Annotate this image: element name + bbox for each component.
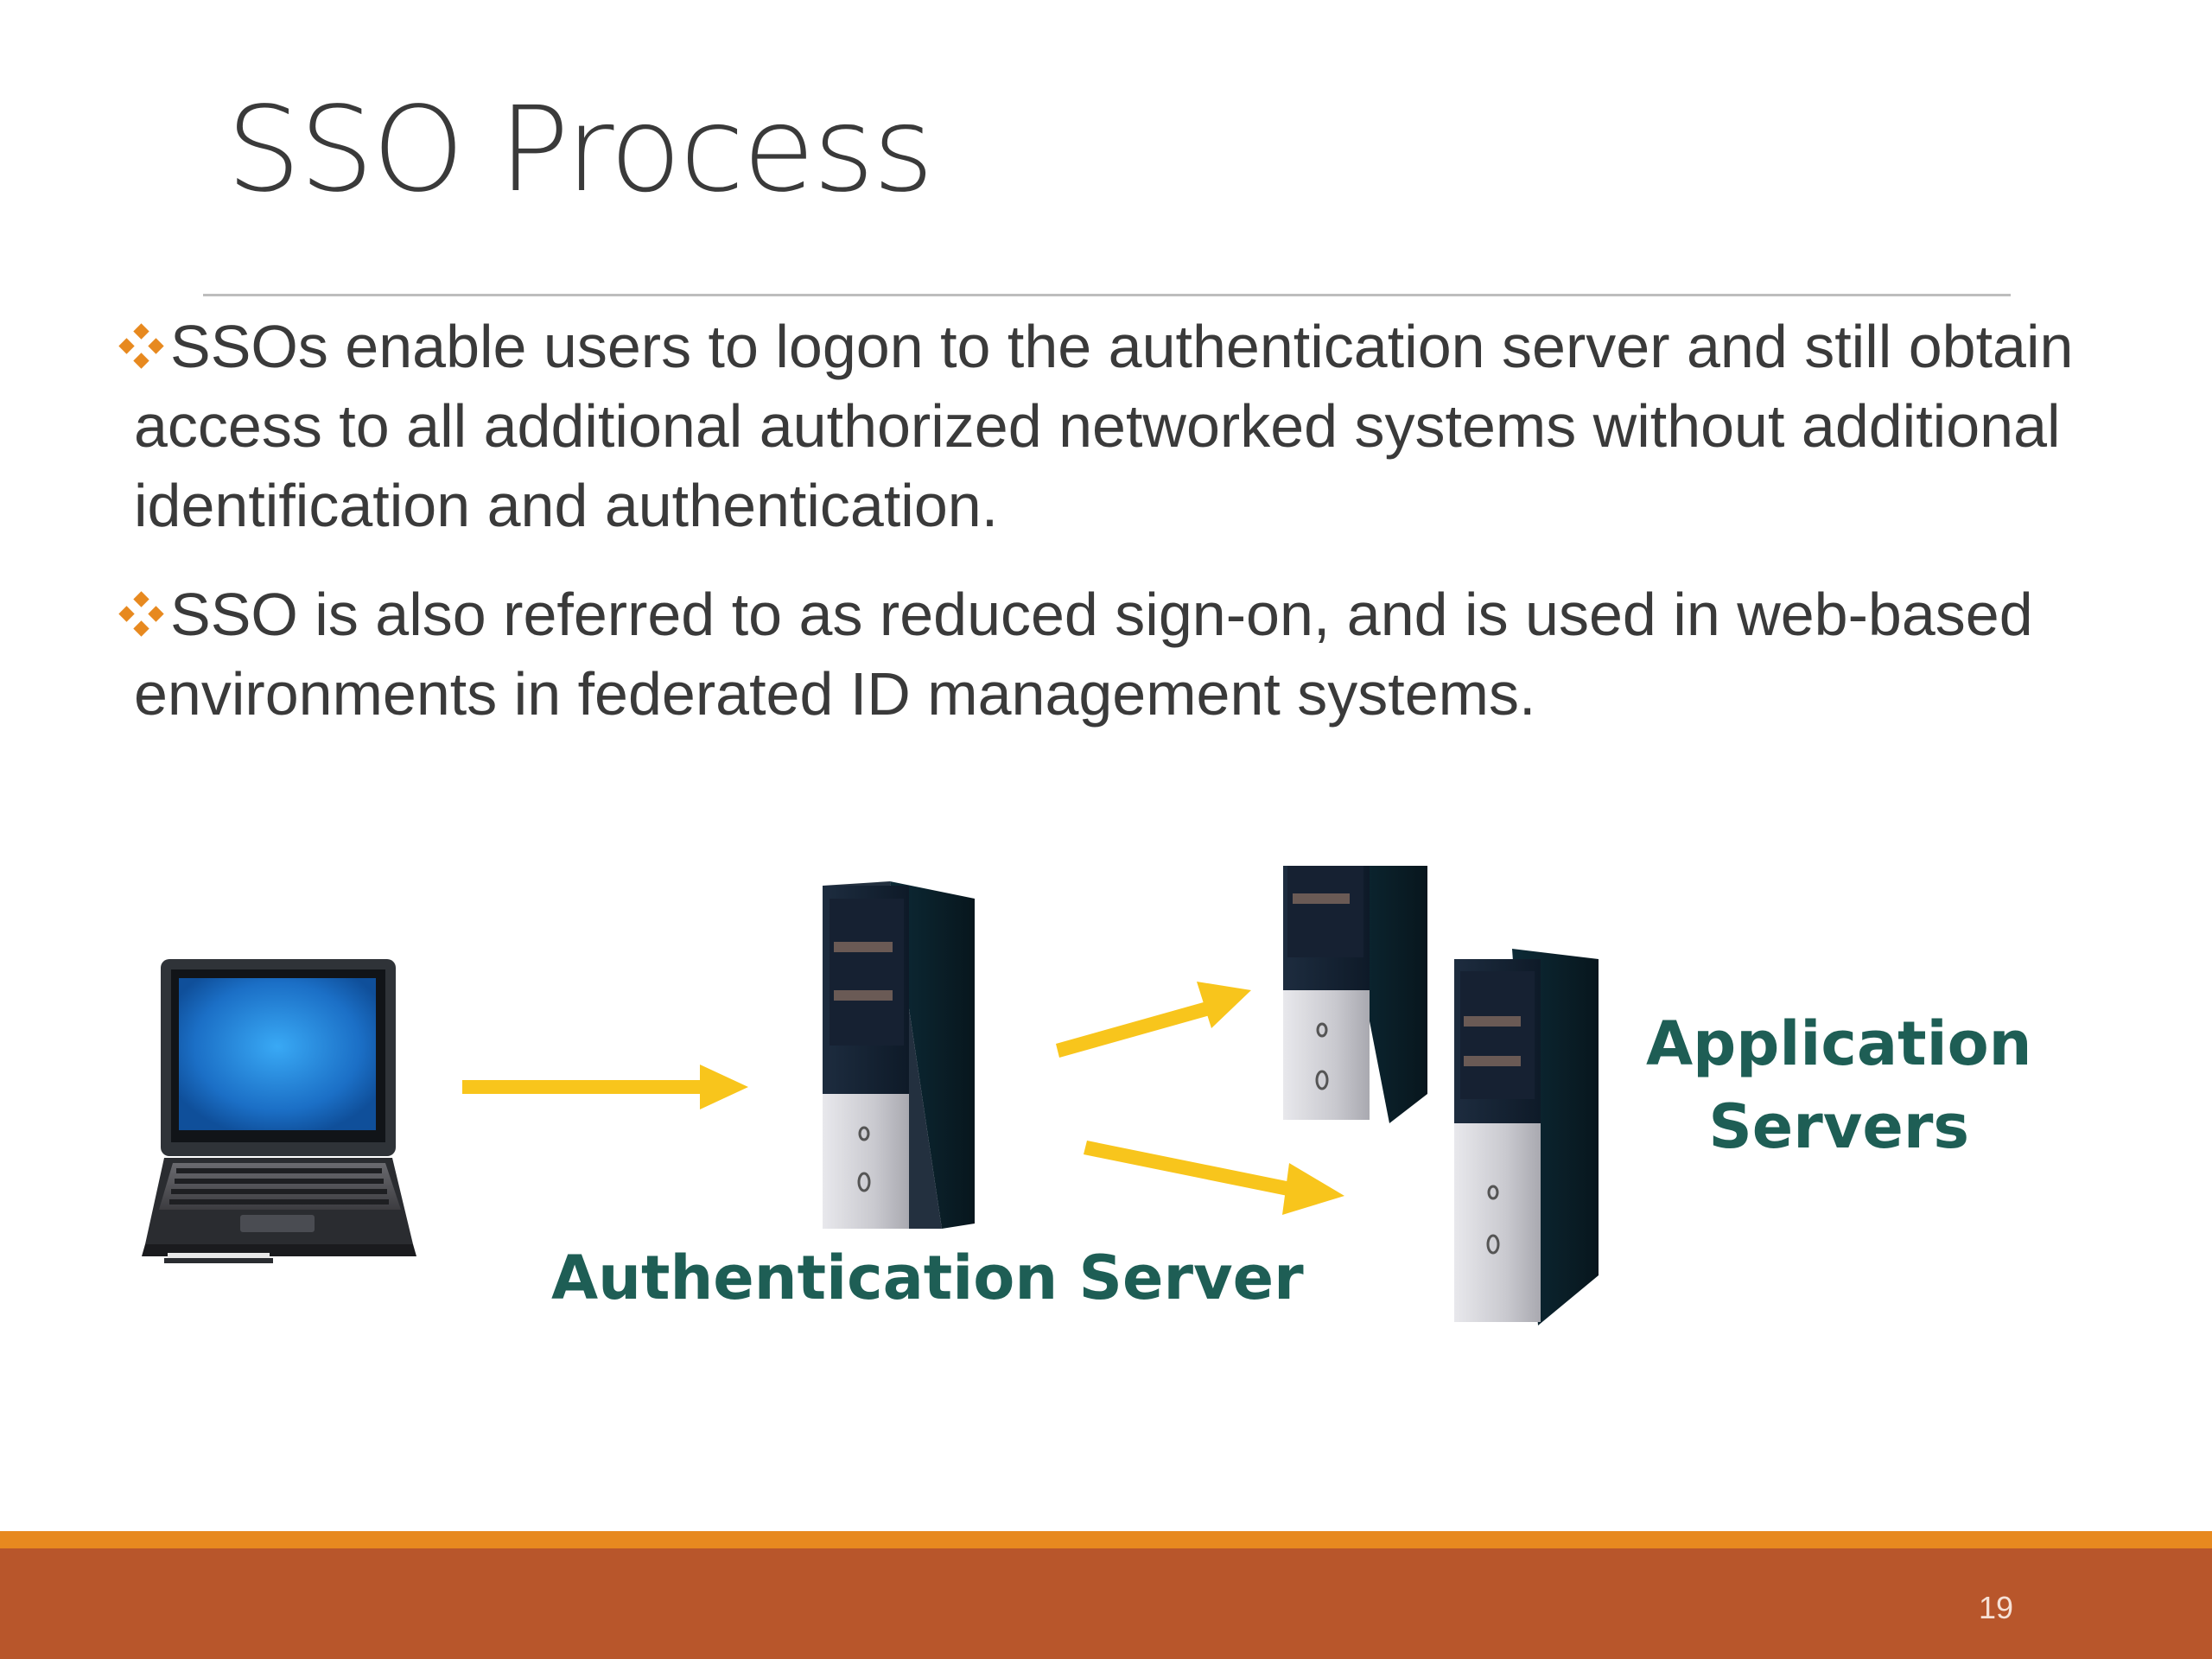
app-servers-label-line1: Application [1646, 1008, 2032, 1079]
app-servers-label: Application Servers [1646, 1002, 2032, 1168]
bullet-text: SSOs enable users to logon to the authen… [134, 313, 2074, 539]
app-server-icon [1454, 949, 1599, 1325]
bullet-item: SSO is also referred to as reduced sign-… [118, 575, 2104, 734]
diamond-bullet-icon [118, 591, 164, 637]
arrow-auth-to-app2 [1084, 1141, 1344, 1215]
slide-title: SSO Process [226, 82, 934, 219]
page-number: 19 [1978, 1590, 2013, 1625]
diagram-graphics [142, 866, 1599, 1325]
footer-accent-stripe [0, 1531, 2212, 1548]
app-server-icon [1283, 866, 1427, 1123]
footer-band [0, 1548, 2212, 1659]
app-servers-label-line2: Servers [1708, 1091, 1970, 1162]
auth-server-icon [823, 881, 975, 1229]
auth-server-label: Authentication Server [551, 1243, 1304, 1313]
title-divider [203, 294, 2011, 296]
bullet-item: SSOs enable users to logon to the authen… [118, 307, 2104, 545]
laptop-icon [142, 959, 416, 1263]
arrow-laptop-to-auth [462, 1065, 748, 1109]
bullet-list: SSOs enable users to logon to the authen… [118, 307, 2104, 763]
arrow-auth-to-app1 [1056, 982, 1251, 1058]
diamond-bullet-icon [118, 323, 164, 369]
sso-diagram: Authentication Server Application Server… [0, 830, 2212, 1382]
bullet-text: SSO is also referred to as reduced sign-… [134, 581, 2033, 728]
